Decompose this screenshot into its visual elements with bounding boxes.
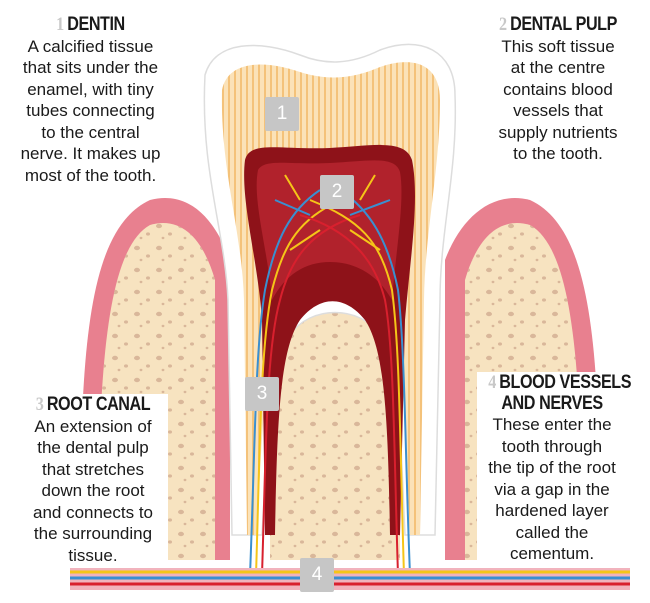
text-line: cementum. bbox=[509, 544, 595, 563]
text-line: contains blood bbox=[503, 79, 613, 99]
text-line: to the central bbox=[41, 122, 140, 142]
section-number: 1 bbox=[56, 14, 64, 35]
text-line: An extension of bbox=[34, 416, 152, 436]
text-line: tooth through bbox=[501, 436, 603, 456]
text-line: and connects to bbox=[32, 502, 154, 522]
marker-3: 3 bbox=[245, 377, 279, 411]
section-title: DENTAL PULP bbox=[510, 14, 617, 35]
text-line: the surrounding bbox=[33, 524, 153, 543]
text-line: supply nutrients bbox=[498, 122, 618, 142]
text-line: that stretches bbox=[41, 459, 145, 479]
text-line: to the tooth. bbox=[513, 144, 603, 163]
text-line: enamel, with tiny bbox=[27, 79, 154, 99]
marker-4: 4 bbox=[300, 558, 334, 592]
text-line: nerve. It makes up bbox=[20, 144, 161, 163]
text-line: These enter the bbox=[492, 415, 612, 434]
section-title: ROOT CANAL bbox=[46, 394, 151, 415]
middle-bone-dots bbox=[270, 310, 400, 560]
text-line: tubes connecting bbox=[26, 101, 155, 120]
section-title: BLOOD VESSELS bbox=[499, 372, 632, 393]
text-line: at the centre bbox=[510, 58, 606, 77]
text-line: This soft tissue bbox=[501, 36, 615, 56]
text-line: A calcified tissue bbox=[27, 36, 154, 56]
text-line: down the root bbox=[41, 481, 145, 500]
nerves-vessels bbox=[249, 174, 411, 576]
section-title: DENTIN bbox=[67, 14, 125, 35]
text-line: via a gap in the bbox=[494, 479, 610, 499]
text-line: that sits under the bbox=[22, 58, 159, 77]
marker-2: 2 bbox=[320, 175, 354, 209]
text-line: tissue. bbox=[68, 545, 118, 565]
text-line: vessels that bbox=[513, 101, 603, 120]
section-number: 4 bbox=[488, 372, 496, 393]
section-number: 3 bbox=[35, 394, 44, 415]
text-line: the tip of the root bbox=[488, 458, 616, 477]
text-line: the dental pulp bbox=[37, 438, 149, 457]
text-line: hardened layer bbox=[495, 501, 609, 520]
section-title-line-2: AND NERVES bbox=[501, 393, 603, 414]
section-number: 2 bbox=[499, 14, 507, 35]
text-line: called the bbox=[515, 522, 589, 542]
marker-1: 1 bbox=[265, 97, 299, 131]
text-line: most of the tooth. bbox=[24, 165, 157, 185]
